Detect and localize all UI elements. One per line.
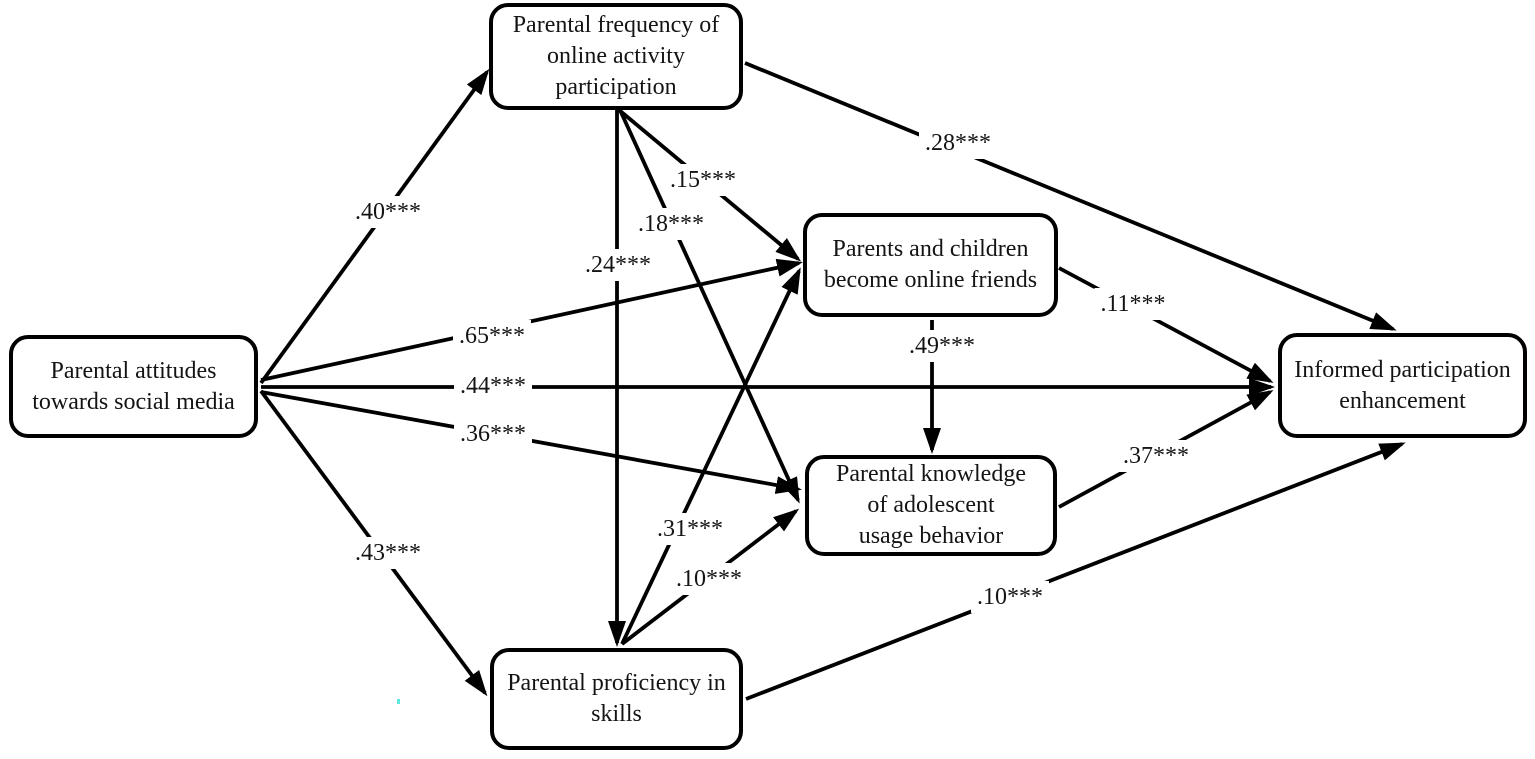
node-online-friends: Parents and children become online frien… bbox=[803, 213, 1058, 317]
node-informed-participation: Informed participation enhancement bbox=[1278, 333, 1527, 438]
coef-proficiency-informed: .10*** bbox=[971, 581, 1049, 613]
node-parental-attitudes-label: Parental attitudes towards social media bbox=[32, 357, 235, 415]
node-informed-participation-label: Informed participation enhancement bbox=[1294, 356, 1511, 414]
coef-attitudes-friends: .65*** bbox=[453, 320, 531, 352]
node-online-friends-label: Parents and children become online frien… bbox=[823, 236, 1038, 293]
coef-attitudes-proficiency: .43*** bbox=[349, 537, 427, 569]
coef-frequency-friends: .15*** bbox=[664, 164, 742, 196]
coef-attitudes-frequency: .40*** bbox=[349, 196, 427, 228]
arrow-frequency-to-knowledge bbox=[618, 109, 800, 504]
coef-friends-informed: .11*** bbox=[1094, 288, 1172, 320]
coef-frequency-informed: .28*** bbox=[919, 127, 997, 159]
cyan-artifact-dot bbox=[397, 699, 400, 704]
coef-frequency-knowledge: .18*** bbox=[632, 208, 710, 240]
node-parental-attitudes: Parental attitudes towards social media bbox=[9, 335, 258, 438]
node-parental-proficiency: Parental proficiency in skills bbox=[490, 648, 743, 750]
node-parental-frequency-label: Parental frequency of online activity pa… bbox=[512, 12, 720, 100]
coef-knowledge-informed: .37*** bbox=[1117, 440, 1195, 472]
arrow-frequency-to-informed bbox=[744, 61, 1397, 331]
node-parental-knowledge: Parental knowledge of adolescent usage b… bbox=[805, 455, 1057, 556]
node-parental-frequency: Parental frequency of online activity pa… bbox=[489, 3, 743, 110]
arrow-friends-to-informed bbox=[1058, 266, 1274, 383]
coef-friends-knowledge: .49*** bbox=[903, 330, 981, 362]
coef-proficiency-friends: .31*** bbox=[651, 513, 729, 545]
coef-attitudes-informed: .44*** bbox=[454, 370, 532, 402]
arrow-proficiency-to-friends bbox=[620, 267, 801, 645]
node-parental-knowledge-label: Parental knowledge of adolescent usage b… bbox=[836, 461, 1026, 549]
arrow-proficiency-to-informed bbox=[745, 442, 1406, 701]
node-parental-proficiency-label: Parental proficiency in skills bbox=[507, 670, 726, 727]
coef-attitudes-knowledge: .36*** bbox=[454, 418, 532, 450]
coef-proficiency-knowledge: .10*** bbox=[670, 563, 748, 595]
coef-frequency-proficiency: .24*** bbox=[579, 249, 657, 281]
